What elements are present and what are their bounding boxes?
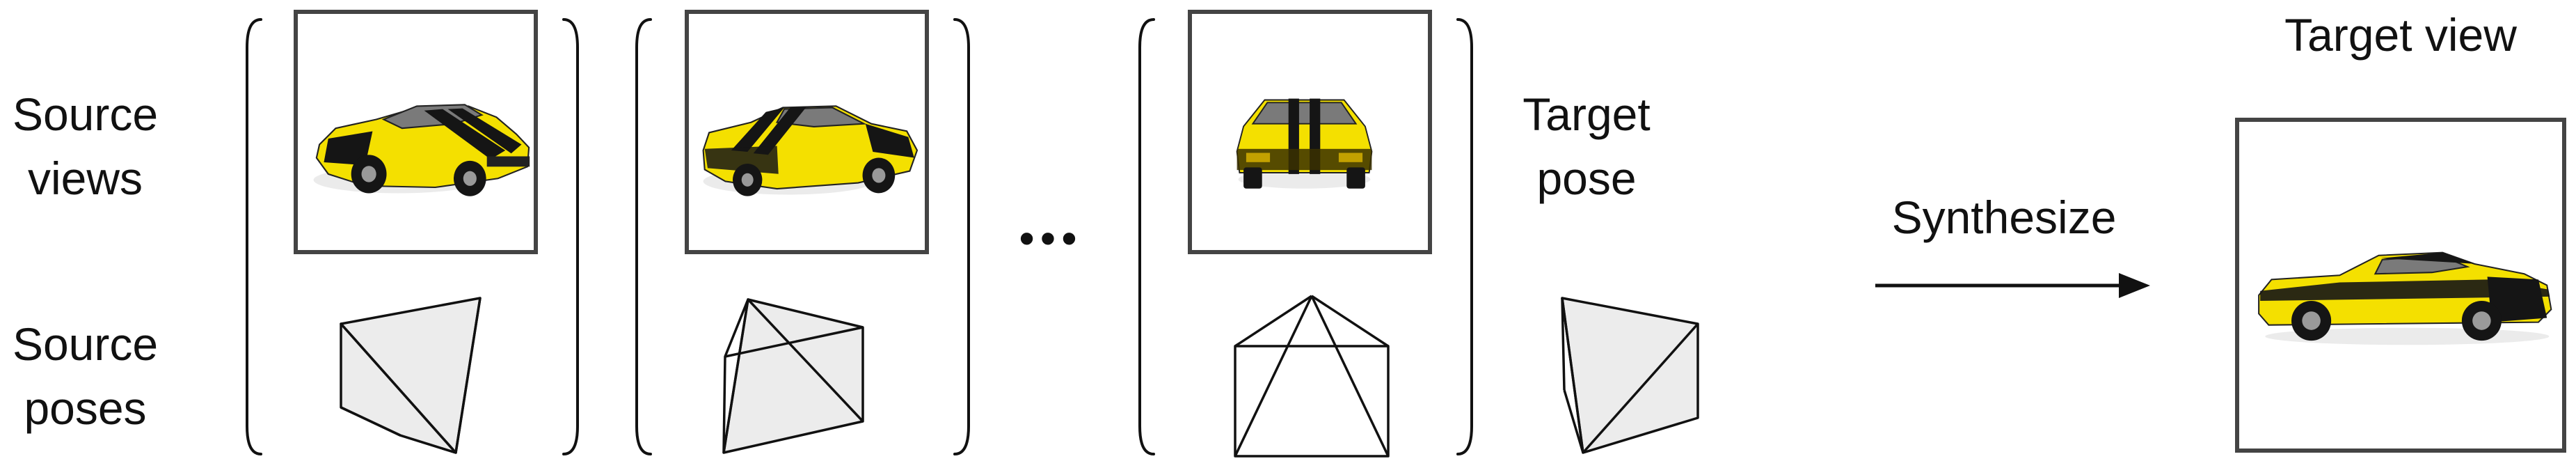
target-pose-label-line1: Target <box>1522 88 1651 140</box>
ellipsis: ••• <box>1019 213 1083 263</box>
bracket-1-right <box>562 18 579 455</box>
source-view-3-car <box>1236 98 1373 189</box>
source-views-label-line1: Source <box>12 88 159 140</box>
target-pose-label-line2: pose <box>1536 153 1637 204</box>
bracket-3-left <box>1138 18 1155 455</box>
source-pose-2-camera-icon <box>722 298 864 454</box>
bracket-2-right <box>953 18 970 455</box>
bracket-1-left <box>246 18 262 455</box>
bracket-3-right <box>1456 18 1473 455</box>
bracket-2-left <box>635 18 652 455</box>
source-views-label: Source views <box>0 82 170 210</box>
target-view-label: Target view <box>2284 9 2517 61</box>
source-pose-1-camera-icon <box>340 297 482 454</box>
target-pose-camera-icon <box>1561 297 1699 454</box>
source-views-label-line2: views <box>27 153 143 204</box>
target-pose-label: Target pose <box>1517 82 1656 210</box>
source-poses-label-line1: Source <box>12 318 159 370</box>
source-pose-3-camera-icon <box>1234 295 1390 458</box>
source-poses-label-line2: poses <box>24 382 147 434</box>
synthesize-label: Synthesize <box>1891 192 2117 243</box>
synthesize-arrow <box>1875 273 2150 298</box>
source-poses-label: Source poses <box>0 312 170 440</box>
